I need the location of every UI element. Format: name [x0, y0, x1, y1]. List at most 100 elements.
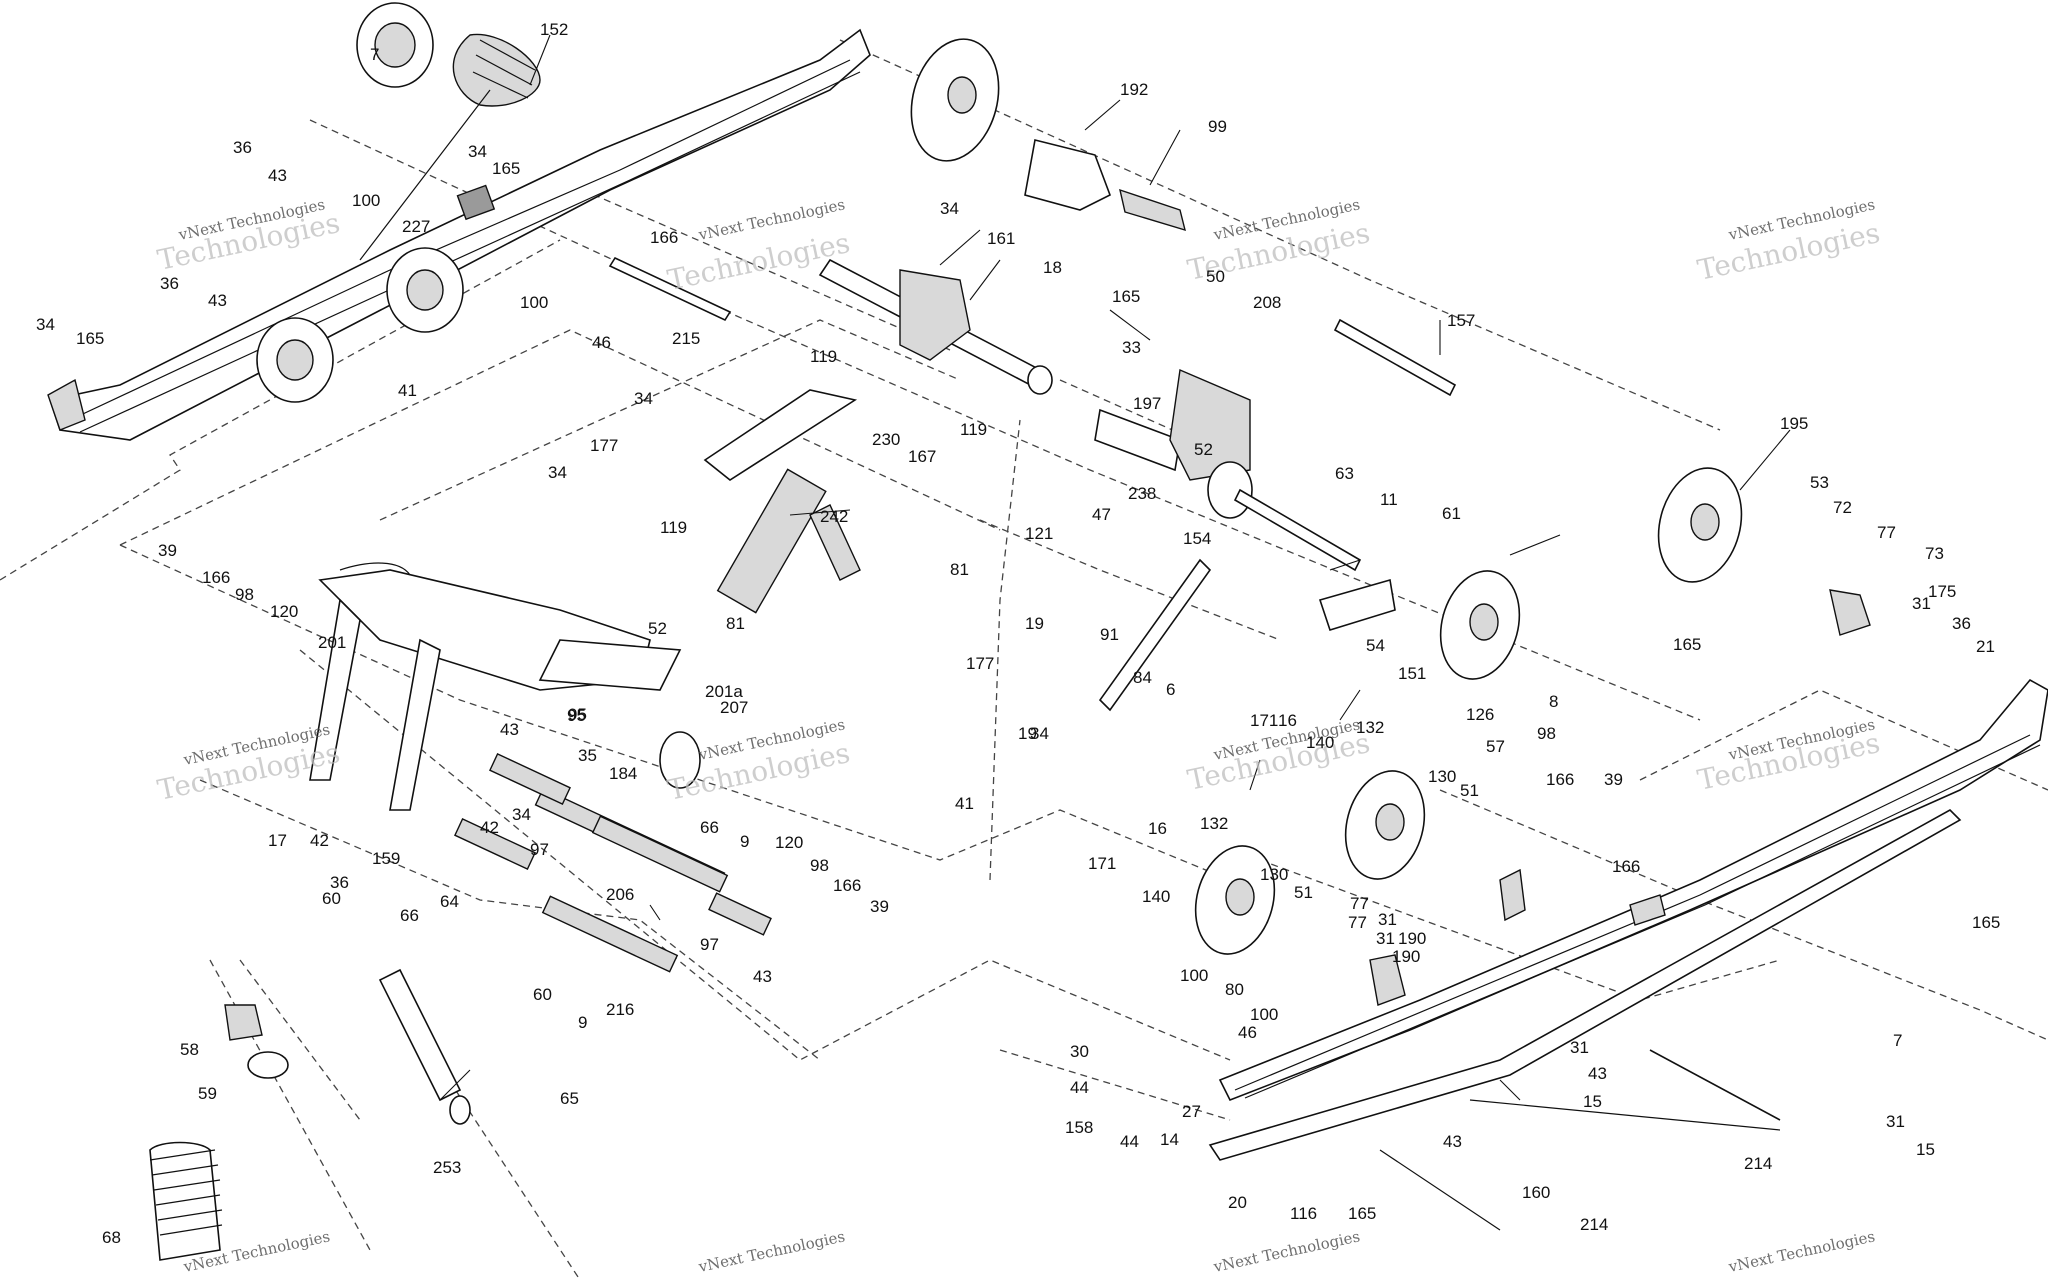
- callout-label: 171: [1250, 711, 1278, 730]
- callout-label: 41: [955, 794, 974, 813]
- callout-label: 152: [540, 20, 568, 39]
- callout-label: 31: [1912, 594, 1931, 613]
- callout-label: 60: [322, 889, 341, 908]
- left-rail-assembly: [47, 2, 871, 441]
- callout-label: 120: [270, 602, 298, 621]
- callout-label: 81: [950, 560, 969, 579]
- callout-label: 140: [1306, 733, 1334, 752]
- callout-label: 116: [1290, 1204, 1317, 1223]
- watermark-text: vNext Technologies: [1211, 1227, 1361, 1276]
- callout-label: 77: [1350, 894, 1369, 913]
- callout-labels: 152 7 36 43 34 165 100 227 36 43 34 165 …: [36, 20, 2000, 1247]
- callout-label: 39: [1604, 770, 1623, 789]
- callout-label: 140: [1142, 887, 1170, 906]
- callout-label: 66: [700, 818, 719, 837]
- callout-label: 120: [775, 833, 803, 852]
- callout-label: 77: [1348, 913, 1367, 932]
- callout-label: 15: [1916, 1140, 1935, 1159]
- callout-label: 197: [1133, 394, 1161, 413]
- callout-label: 130: [1428, 767, 1456, 786]
- watermark-text: vNext Technologies: [696, 1227, 846, 1276]
- callout-label: 119: [810, 347, 837, 366]
- callout-label: 27: [1182, 1102, 1201, 1121]
- leader-lines: [439, 34, 1791, 1101]
- callout-label: 68: [102, 1228, 121, 1247]
- callout-label: 230: [872, 430, 900, 449]
- callout-label: 60: [533, 985, 552, 1004]
- callout-label: 100: [352, 191, 380, 210]
- callout-label: 132: [1200, 814, 1228, 833]
- center-shock-assembly: [703, 258, 1521, 712]
- callout-label: 190: [1398, 929, 1426, 948]
- callout-label: 215: [672, 329, 700, 348]
- callout-label: 19: [1025, 614, 1044, 633]
- callout-label: 165: [492, 159, 520, 178]
- callout-label: 34: [512, 805, 531, 824]
- callout-label: 36: [1952, 614, 1971, 633]
- right-rail-assembly: [1194, 467, 2048, 1231]
- callout-label: 177: [966, 654, 994, 673]
- callout-label: 98: [235, 585, 254, 604]
- callout-label: 61: [1442, 504, 1461, 523]
- callout-label: 65: [560, 1089, 579, 1108]
- callout-label: 20: [1228, 1193, 1247, 1212]
- callout-label: 171: [1088, 854, 1116, 873]
- callout-label: 84: [1133, 668, 1152, 687]
- callout-label: 7: [370, 45, 379, 64]
- callout-label: 47: [1092, 505, 1111, 524]
- callout-label: 208: [1253, 293, 1281, 312]
- callout-label: 81: [726, 614, 745, 633]
- callout-label: 39: [158, 541, 177, 560]
- callout-label: 99: [1208, 117, 1227, 136]
- callout-label: 166: [833, 876, 861, 895]
- callout-label: 165: [1673, 635, 1701, 654]
- callout-label: 201: [318, 633, 346, 652]
- callout-label: 119: [960, 420, 987, 439]
- callout-label: 19: [1018, 724, 1037, 743]
- callout-label: 165: [76, 329, 104, 348]
- callout-label: 41: [398, 381, 417, 400]
- callout-label: 6: [1166, 680, 1175, 699]
- callout-label: 57: [1486, 737, 1505, 756]
- callout-label: 58: [180, 1040, 199, 1059]
- callout-label: 31: [1376, 929, 1395, 948]
- callout-label: 121: [1025, 524, 1053, 543]
- callout-label: 30: [1070, 1042, 1089, 1061]
- callout-label: 184: [609, 764, 637, 783]
- callout-label: 190: [1392, 947, 1420, 966]
- callout-label: 72: [1833, 498, 1852, 517]
- callout-label: 43: [208, 291, 227, 310]
- callout-label: 16: [1278, 711, 1297, 730]
- callout-label: 97: [530, 840, 549, 859]
- callout-label: 166: [202, 568, 230, 587]
- callout-label: 44: [1120, 1132, 1139, 1151]
- callout-label: 242: [820, 507, 848, 526]
- callout-label: 66: [400, 906, 419, 925]
- callout-label: 51: [1294, 883, 1313, 902]
- callout-label: 46: [592, 333, 611, 352]
- callout-label: 159: [372, 849, 400, 868]
- callout-label: 35: [578, 746, 597, 765]
- callout-label: 207: [720, 698, 748, 717]
- callout-label: 80: [1225, 980, 1244, 999]
- callout-label: 192: [1120, 80, 1148, 99]
- callout-label: 8: [1549, 692, 1558, 711]
- callout-label: 43: [268, 166, 287, 185]
- callout-label: 53: [1810, 473, 1829, 492]
- callout-label: 15: [1583, 1092, 1602, 1111]
- callout-label: 21: [1976, 637, 1995, 656]
- callout-label: 100: [1180, 966, 1208, 985]
- callout-label: 34: [36, 315, 55, 334]
- callout-label: 253: [433, 1158, 461, 1177]
- callout-label: 175: [1928, 582, 1956, 601]
- callout-label: 165: [1112, 287, 1140, 306]
- callout-label: 195: [1780, 414, 1808, 433]
- callout-label: 16: [1148, 819, 1167, 838]
- callout-label: 17: [268, 831, 287, 850]
- callout-label: 14: [1160, 1130, 1179, 1149]
- idler-wheels-top: [608, 38, 1457, 397]
- callout-label: 132: [1356, 718, 1384, 737]
- callout-label: 54: [1366, 636, 1385, 655]
- callout-label: 43: [500, 720, 519, 739]
